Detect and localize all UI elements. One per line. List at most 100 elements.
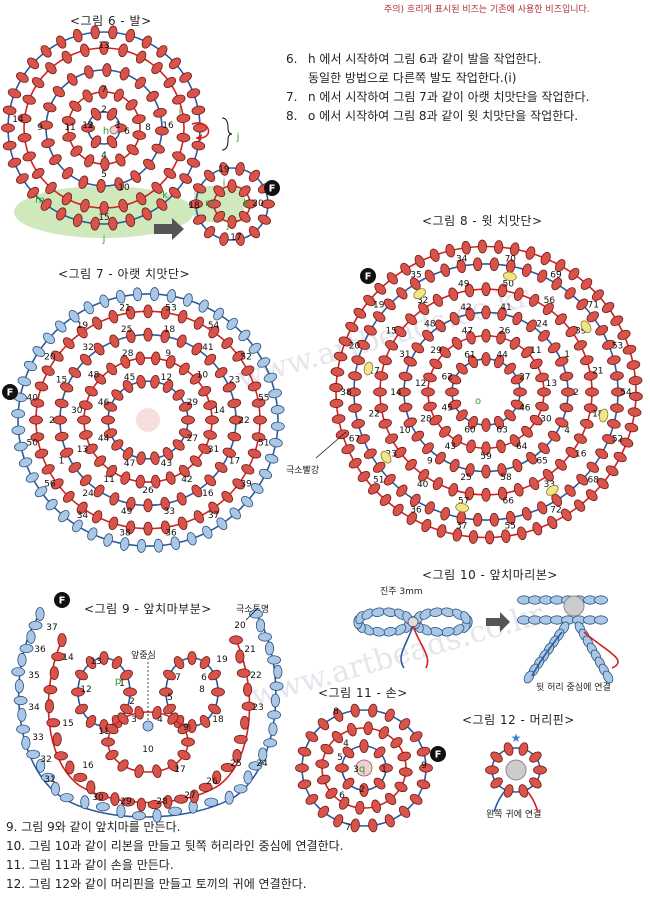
fig9-label-32: 32 [40,755,51,765]
fig11-outer-bead [384,708,395,722]
fig7-ring2-bead [143,498,153,513]
fig8-ring4-bead [439,425,451,438]
fig6b-outer-bead [219,162,229,176]
fig7-ring2-bead [204,353,217,366]
fig8-ring0-bead [596,477,609,490]
fig9-f-mark [54,592,70,608]
fig8-ring4-bead [521,425,533,438]
fig8-ring2-bead [432,293,444,307]
fig7-ring2-bead [160,496,170,511]
fig9-outer-bead [28,620,43,631]
fig8-label-56: 56 [544,296,556,306]
fig7-ring2-bead [68,367,82,379]
fig7-ring1-bead [160,520,171,535]
fig7-ring0-bead [72,519,83,533]
fig8-ring1-bead [607,419,621,429]
fig8-label-52: 52 [612,434,623,444]
fig8-label-43: 43 [445,442,456,452]
fig9-label-33: 33 [32,733,43,743]
fig7-ring3-bead [151,351,161,366]
fig9-title: <그림 9 - 앞치마부분> [84,602,212,616]
fig9-left-bib-bead [111,656,123,669]
fig6-mid-bead [17,133,32,143]
fig9-outer-bead [35,607,45,621]
fig9-label-17: 17 [174,765,185,775]
fig7-ring3-bead [203,400,217,410]
fig6-green-h: h [103,126,109,137]
fig8-ring0-bead [626,360,641,370]
fig9-label-12: 12 [80,685,91,695]
fig7-ring3-bead [178,464,190,478]
fig6-inner-bead [96,179,106,193]
fig8-ring3-bead [547,430,561,442]
fig8-ring5-bead [467,415,478,430]
fig8-ring2-bead [374,371,389,381]
fig7-ring0-bead [198,299,209,313]
fig11-inner-bead [359,783,369,797]
fig8-ring3-bead [435,451,446,465]
fig8-label-17: 17 [368,366,379,376]
fig9-outer-bead [132,811,146,821]
fig7-ring0-bead [115,289,126,304]
fig8-label-16: 16 [575,449,587,459]
fig8-ring3-bead [526,451,537,465]
fig9-label-5: 5 [167,693,173,703]
fig12-tail-right [527,791,539,813]
fig8-ring3-bead [411,430,425,442]
fig7-ring2-bead [191,484,203,498]
fig7-ring4-bead [136,374,146,389]
fig9-outer-bead [36,758,46,773]
fig9-label-10: 10 [142,745,154,755]
fig12-title: <그림 12 - 머리핀> [462,713,575,727]
fig6-outer-bead [72,28,83,43]
fig7-label-27: 27 [187,434,198,444]
fig7-label-37: 37 [208,511,219,521]
fig9-label-4: 4 [157,715,163,725]
fig9-label-36: 36 [34,645,46,655]
fig6-inner-bead [155,126,169,136]
fig6-core-bead [69,100,82,112]
fig6-brace [221,117,233,151]
fig8-ring3-bead [497,307,507,321]
fig7-ring2-bead [68,461,82,473]
fig9-outer-bead [26,749,41,759]
fig7-label-56: 56 [44,480,56,490]
fig6b-green-m: m [205,198,215,209]
fig8-label-34: 34 [456,254,468,264]
fig8-ring4-bead [429,358,443,370]
fig10-tail-bead-right [602,670,614,684]
fig8-label-61: 61 [464,350,475,360]
fig9-center-bib-bead [167,759,179,772]
fig8-ring5-bead [456,409,468,422]
fig6-outer-bead [156,198,168,211]
fig8-ring0-bead [335,429,350,440]
fig11-mid-bead [384,792,397,806]
fig9-label-13: 13 [90,657,101,667]
fig9-label-16: 16 [82,761,94,771]
fig9-label-6: 6 [201,673,207,683]
fig8-label-36: 36 [410,506,422,516]
fig8-label-65: 65 [536,456,547,466]
fig6-mid-bead [172,94,186,105]
fig6-inner-bead [153,108,167,118]
fig9-inner-bead [198,782,213,792]
fig7-ring1-bead [253,415,267,425]
fig8-label-13: 13 [546,379,557,389]
fig11-inner-bead [359,739,369,753]
fig11-label-1: 1 [381,765,387,775]
instructions-bottom: 9. 그림 9와 같이 앞치마를 만든다. 10. 그림 10과 같이 리본을 … [6,818,343,894]
fig6-mid-bead [80,43,90,58]
fig9-inner-bead [73,772,88,782]
fig8-ring4-bead [529,414,543,426]
fig6-green-i: i [179,106,182,117]
fig9-inner-bead [86,780,96,795]
fig7-label-38: 38 [119,528,131,538]
fig7-ring4-bead [172,389,185,401]
fig7-ring1-bead [41,464,55,475]
fig7-label-34: 34 [77,511,89,521]
fig8-ring2-bead [565,446,578,458]
fig6-label-2: 2 [101,105,107,115]
fig7-ring1-bead [108,516,119,531]
